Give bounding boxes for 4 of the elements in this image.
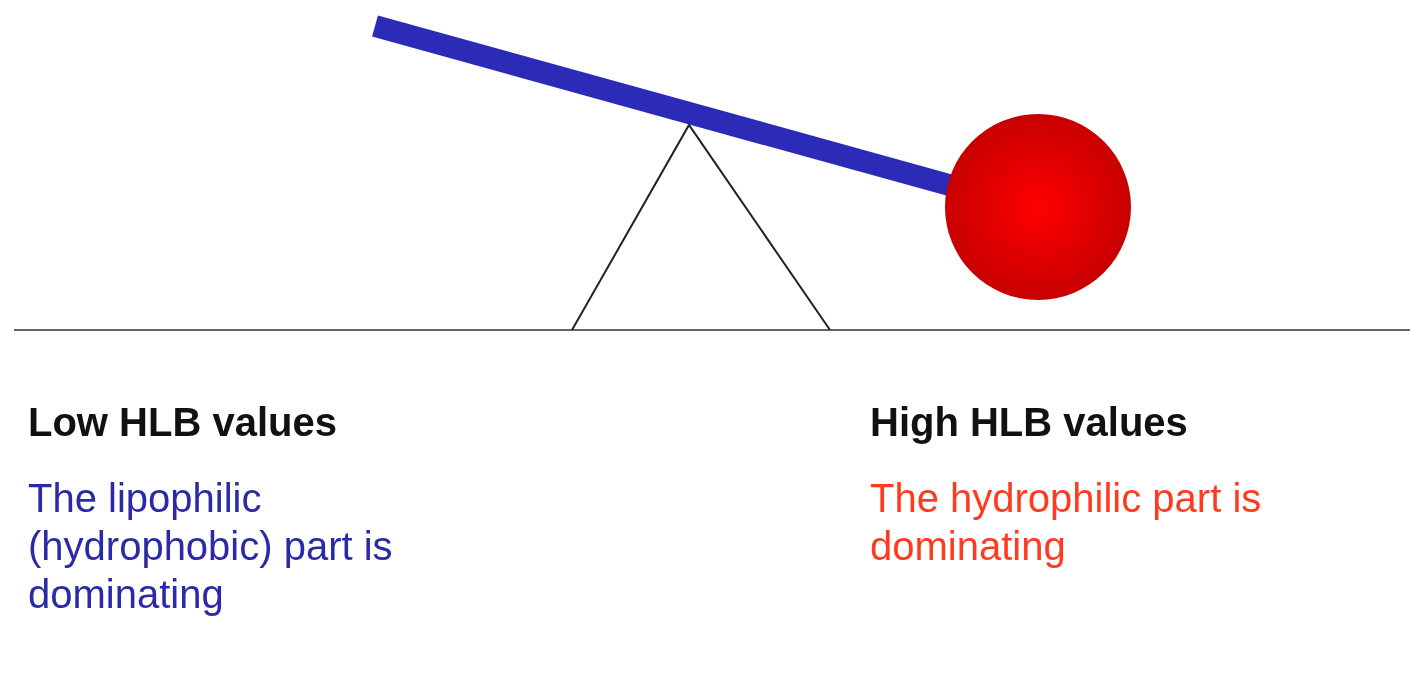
description: The lipophilic (hydrophobic) part is dominating (28, 475, 394, 618)
description: The hydrophilic part is dominating (870, 475, 1263, 570)
heading: Low HLB values (28, 399, 338, 446)
heading: High HLB values (870, 399, 1189, 446)
